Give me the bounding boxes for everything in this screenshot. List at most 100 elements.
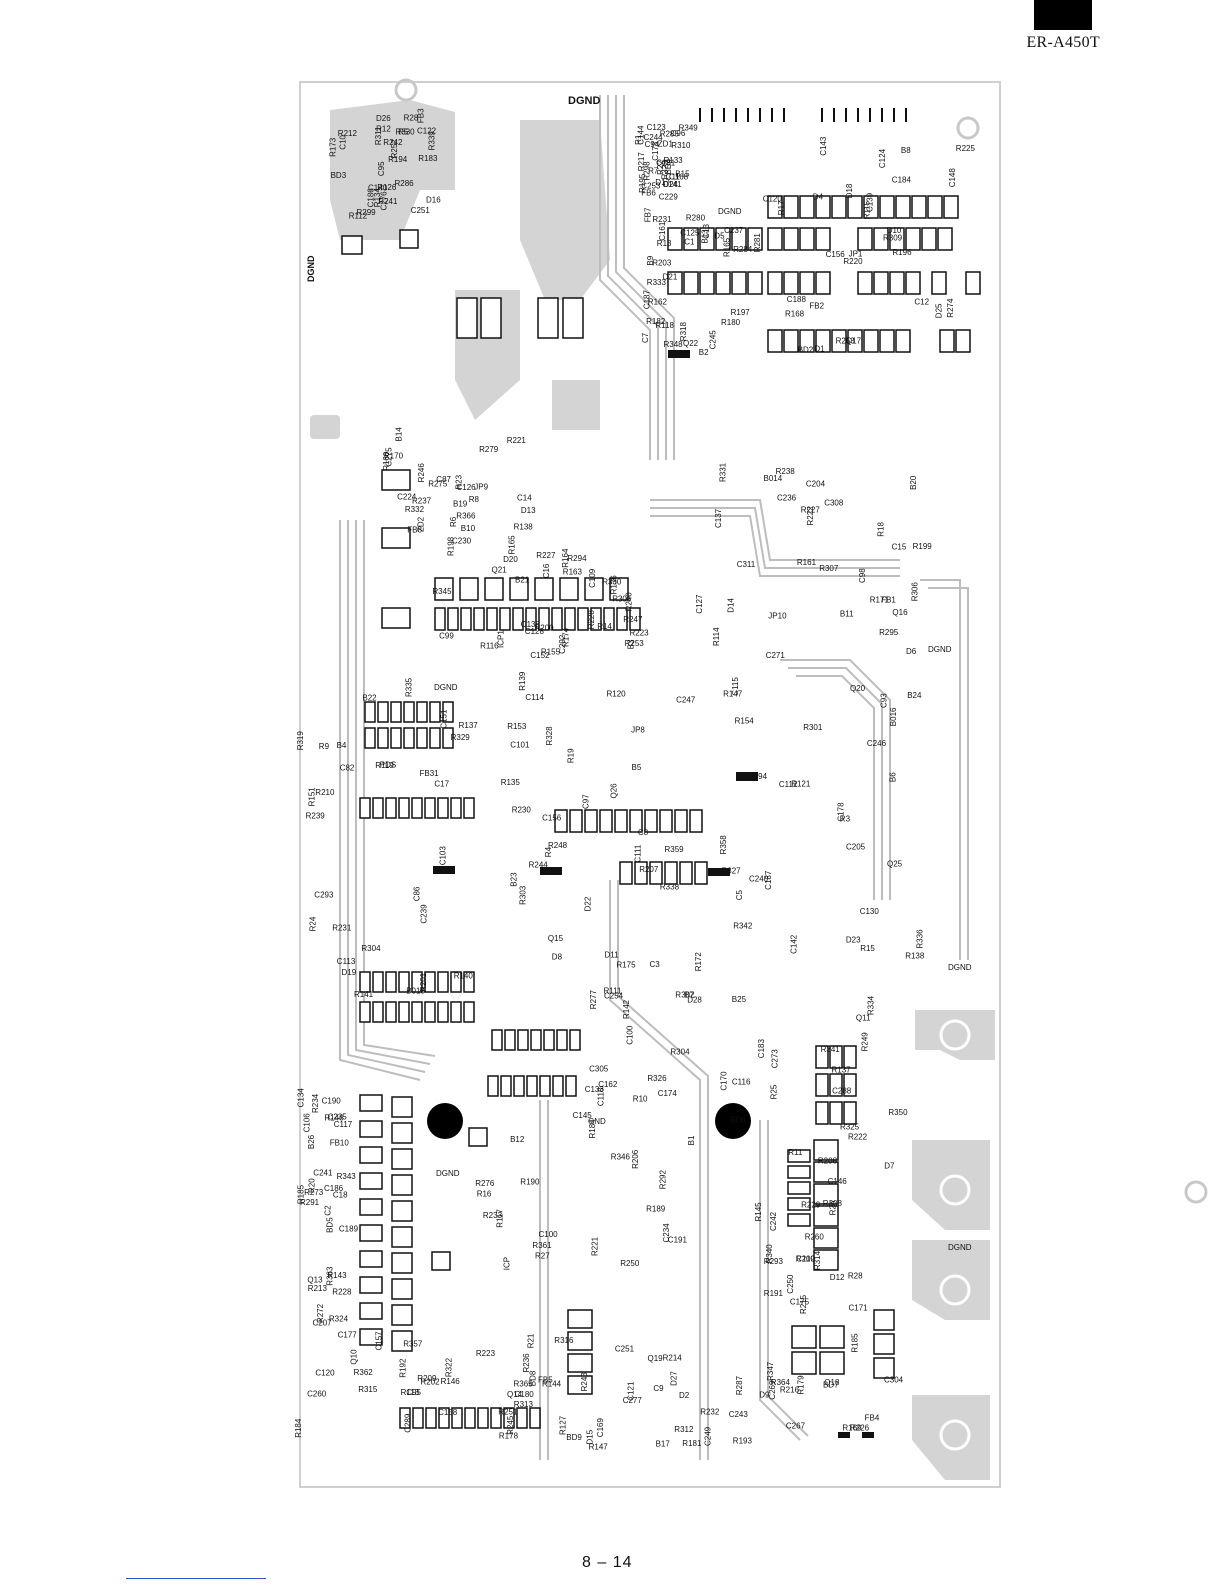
fiducial-top-right [956, 116, 980, 140]
component-ref-label: C169 [596, 1418, 605, 1438]
component-ref-label: R285 [660, 130, 680, 139]
component-ref-label: R179 [796, 1375, 805, 1395]
component-ref-label: C236 [777, 493, 797, 502]
component-ref-label: R19 [567, 748, 576, 763]
component-ref-label: D9 [759, 1390, 770, 1399]
component-ref-label: C187 [764, 870, 773, 890]
component-ref-label: C87 [436, 475, 451, 484]
component-ref-label: C156 [826, 250, 846, 259]
component-ref-label: FB2 [809, 302, 824, 311]
component-ref-label: R184 [294, 1418, 303, 1438]
component-ref-label: R185 [851, 1333, 860, 1353]
component-ref-label: C121 [627, 1381, 636, 1401]
component-ref-label: R311 [374, 126, 383, 145]
component-ref-label: C13 [702, 223, 711, 238]
component-ref-label: R135 [501, 778, 521, 787]
component-ref-label: R22 [656, 160, 665, 175]
component-ref-label: D17 [655, 178, 670, 187]
component-ref-label: R195 [638, 173, 647, 193]
component-ref-label: R327 [722, 866, 742, 875]
component-ref-label: C308 [824, 499, 844, 508]
ground-label: GND [588, 1117, 606, 1126]
component-ref-label: C271 [766, 651, 786, 660]
component-ref-label: C186 [324, 1184, 344, 1193]
component-ref-label: JP1 [849, 249, 863, 258]
component-ref-label: B5 [632, 763, 642, 772]
component-ref-label: C273 [771, 1049, 780, 1069]
component-ref-label: C5 [735, 890, 744, 901]
component-ref-label: R216 [780, 1385, 800, 1394]
component-ref-label: C229 [659, 192, 679, 201]
ground-label: DGND [306, 255, 316, 282]
component-ref-label: R226 [850, 1424, 870, 1433]
component-ref-label: R365 [514, 1380, 534, 1389]
component-ref-label: C100 [626, 1025, 635, 1045]
component-ref-label: C277 [623, 1396, 643, 1405]
component-ref-label: B4 [337, 741, 347, 750]
component-ref-label: R171 [870, 596, 890, 605]
component-ref-label: R160 [382, 451, 391, 471]
component-ref-label: C243 [729, 1410, 749, 1419]
mounting-hole-right [715, 1103, 751, 1139]
component-ref-label: PDS [380, 761, 396, 770]
component-ref-label: C253 [641, 181, 661, 190]
component-ref-label: C175 [790, 1298, 810, 1307]
component-ref-label: JP9 [474, 482, 488, 491]
component-ref-label: C3 [650, 960, 661, 969]
component-ref-label: C260 [307, 1389, 327, 1398]
component-ref-label: R363 [325, 1266, 334, 1286]
component-ref-label: R1 [634, 134, 643, 145]
component-ref-label: D19 [342, 968, 357, 977]
component-ref-label: C7 [641, 332, 650, 343]
component-ref-label: R333 [647, 278, 667, 287]
component-ref-label: R143 [327, 1271, 347, 1280]
component-ref-label: R112 [349, 212, 368, 221]
component-ref-label: C14 [517, 494, 532, 503]
component-ref-label: C18 [333, 1191, 348, 1200]
component-ref-label: R232 [700, 1408, 720, 1417]
component-ref-label: D24 [663, 180, 678, 189]
component-ref-label: B19 [453, 499, 468, 508]
component-ref-label: C305 [589, 1064, 609, 1073]
component-ref-label: C234 [662, 1223, 671, 1243]
component-ref-label: R325 [840, 1123, 860, 1132]
component-ref-label: C188 [787, 295, 807, 304]
fiducial-top-left [394, 78, 418, 102]
component-ref-label: R165 [723, 237, 732, 257]
component-ref-label: C293 [314, 890, 334, 899]
component-ref-label: D14 [727, 598, 736, 613]
component-ref-label: C113 [337, 957, 356, 966]
component-ref-label: R312 [674, 1425, 694, 1434]
component-ref-label: R194 [388, 155, 408, 164]
component-ref-label: C237 [724, 226, 744, 235]
component-ref-label: R347 [766, 1361, 775, 1381]
component-ref-label: R342 [733, 922, 753, 931]
component-ref-label: R314 [813, 1250, 822, 1270]
component-ref-label: R334 [866, 995, 875, 1015]
component-ref-label: FB4 [865, 1414, 880, 1423]
component-ref-label: R252 [390, 139, 399, 159]
component-ref-label: R181 [682, 1439, 702, 1448]
component-ref-label: R287 [735, 1375, 744, 1395]
board-outline [299, 81, 1001, 1488]
component-ref-label: R146 [441, 1377, 461, 1386]
component-ref-label: C186 [367, 188, 376, 208]
component-ref-label: R26 [828, 1200, 837, 1215]
component-ref-label: C138 [521, 620, 541, 629]
component-ref-label: R5 [398, 127, 409, 136]
component-ref-label: C157 [375, 1331, 384, 1351]
component-ref-label: C205 [846, 842, 866, 851]
component-ref-label: R230 [512, 805, 532, 814]
component-ref-label: R203 [652, 259, 672, 268]
copper-pours [310, 100, 995, 1480]
component-ref-label: C184 [892, 175, 912, 184]
component-ref-label: R362 [354, 1368, 374, 1377]
component-ref-label: R229 [801, 1201, 821, 1210]
component-ref-label: R253 [625, 639, 645, 648]
component-ref-label: R206 [631, 1149, 640, 1169]
component-ref-label: C124 [878, 148, 887, 168]
component-ref-label: R155 [541, 647, 561, 656]
component-ref-label: C246 [867, 739, 887, 748]
component-ref-label: R25 [770, 1084, 779, 1099]
component-ref-label: BD7 [823, 1381, 839, 1390]
